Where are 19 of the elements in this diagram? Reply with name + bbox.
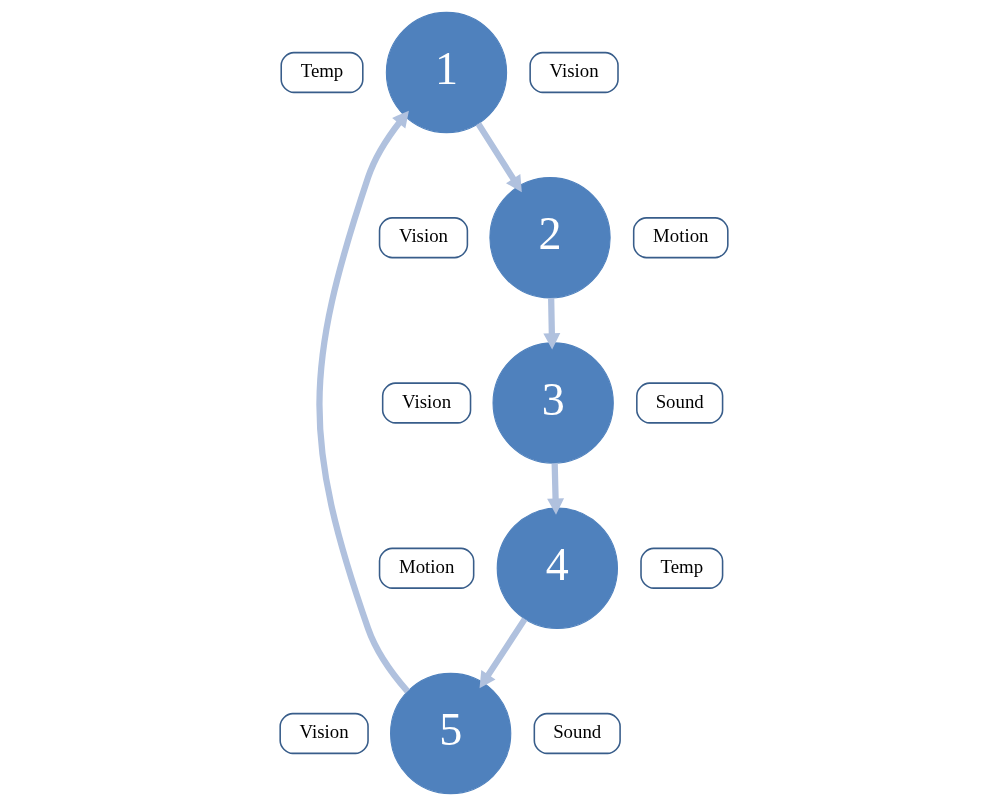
node-box: Sound — [533, 712, 621, 755]
node-circle: 4 — [496, 507, 618, 629]
arrow — [546, 463, 564, 515]
arrow — [315, 110, 410, 694]
node-circle: 3 — [492, 342, 614, 464]
node-box: Temp — [279, 51, 364, 94]
node-box: Vision — [378, 217, 468, 259]
node-box: Vision — [528, 51, 619, 94]
arrow — [479, 617, 527, 689]
arrow — [542, 298, 560, 350]
node-box: Motion — [632, 217, 729, 259]
arrow — [475, 122, 522, 193]
node-box: Motion — [378, 547, 474, 589]
node-box: Vision — [278, 712, 369, 755]
node-box: Sound — [635, 382, 723, 424]
node-circle: 2 — [488, 177, 611, 299]
node-box: Vision — [381, 382, 471, 424]
node-box: Temp — [639, 547, 723, 589]
node-circle: 1 — [385, 11, 507, 134]
